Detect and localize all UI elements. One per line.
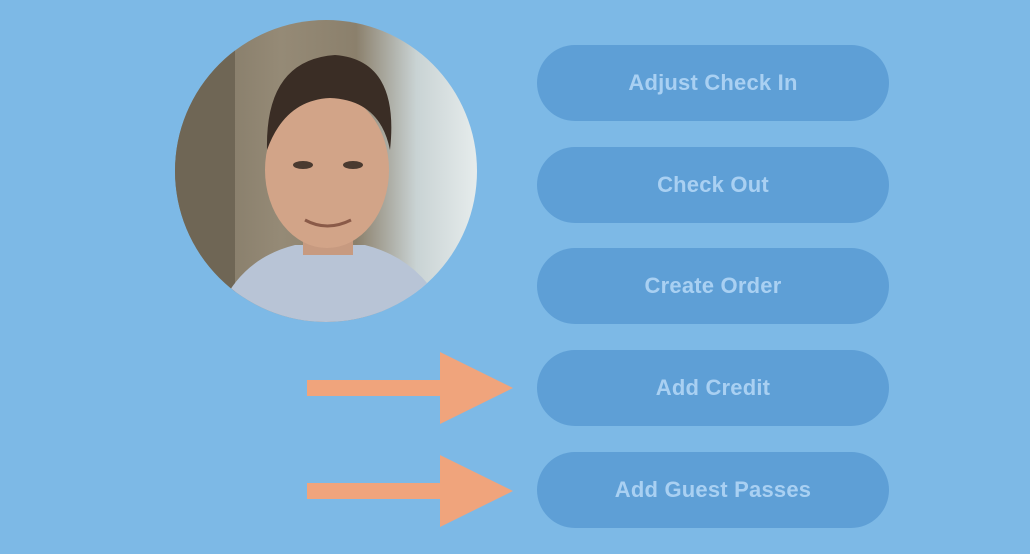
user-photo-icon [175,20,450,322]
check-out-button[interactable]: Check Out [537,147,889,223]
add-credit-button[interactable]: Add Credit [537,350,889,426]
create-order-button[interactable]: Create Order [537,248,889,324]
avatar [175,20,477,322]
add-guest-passes-button[interactable]: Add Guest Passes [537,452,889,528]
arrow-right-icon [307,352,513,424]
arrow-right-icon [307,455,513,527]
adjust-check-in-button[interactable]: Adjust Check In [537,45,889,121]
